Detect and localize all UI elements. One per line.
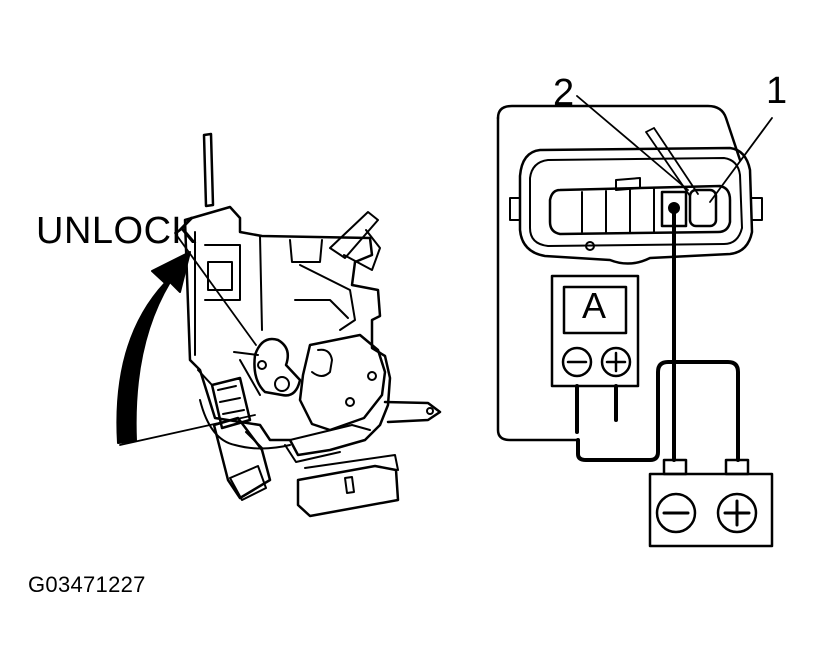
connector-icon — [509, 146, 763, 265]
callout-2-leader — [576, 95, 689, 191]
callout-number-2: 2 — [553, 72, 575, 114]
unlock-label: UNLOCK — [36, 210, 198, 252]
test-harness-outline — [496, 104, 742, 442]
test-probe — [645, 127, 699, 197]
callout-1-leader — [709, 117, 773, 203]
ammeter-icon — [550, 274, 640, 388]
unlock-pointer-line — [174, 232, 257, 346]
figure-code: G03471227 — [28, 572, 146, 597]
callout-number-1: 1 — [766, 70, 788, 112]
test-wires — [575, 206, 740, 462]
battery-icon — [648, 458, 774, 548]
arrow-base-pointer-line — [119, 414, 256, 446]
door-lock-actuator — [183, 132, 442, 518]
ammeter-symbol: A — [582, 285, 607, 326]
unlock-arrow-icon — [116, 251, 191, 444]
